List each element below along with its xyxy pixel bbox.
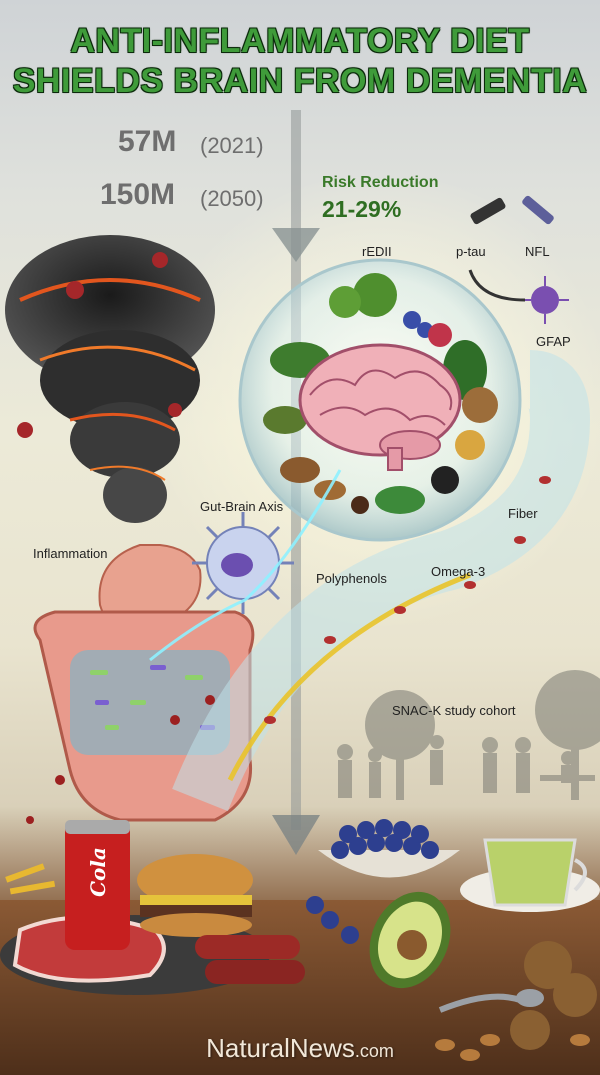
label-inflammation: Inflammation <box>33 546 108 561</box>
stat-2021-year: (2021) <box>200 133 264 158</box>
brain-illustration <box>298 343 462 471</box>
label-redii: rEDII <box>362 244 392 259</box>
stat-2050-value: 150M <box>100 178 176 211</box>
label-snac-k-cohort: SNAC-K study cohort <box>392 703 516 718</box>
park-silhouettes <box>337 670 600 800</box>
junk-food <box>0 820 305 995</box>
label-omega-3: Omega-3 <box>431 564 486 579</box>
stat-2050-year: (2050) <box>200 186 264 211</box>
logo-brand: NaturalNews <box>206 1033 355 1063</box>
stream-cells <box>264 476 551 724</box>
headline-line-2: SHIELDS BRAIN FROM DEMENTIA <box>12 62 588 100</box>
natural-news-logo: NaturalNews.com <box>0 1033 600 1064</box>
risk-reduction-value: 21-29% <box>322 196 402 222</box>
omega-stream-line <box>227 572 471 782</box>
superfoods-ring <box>263 273 498 514</box>
upper-arrow-head <box>272 228 320 262</box>
logo-domain: .com <box>354 1041 394 1061</box>
label-nfl: NFL <box>525 244 550 259</box>
inflammation-tornado <box>5 235 215 523</box>
immune-cell <box>192 512 294 614</box>
risk-reduction-label: Risk Reduction <box>322 174 439 191</box>
label-gfap: GFAP <box>536 334 571 349</box>
label-p-tau: p-tau <box>456 244 486 259</box>
headline-line-1: ANTI-INFLAMMATORY DIET <box>70 22 530 60</box>
gut-brain-lightning <box>149 469 342 662</box>
label-gut-brain-axis: Gut-Brain Axis <box>200 499 284 514</box>
label-polyphenols: Polyphenols <box>316 571 387 586</box>
cola-can-label: Cola <box>86 847 110 897</box>
stat-2021-value: 57M <box>118 125 177 158</box>
label-fiber: Fiber <box>508 506 538 521</box>
healthy-food <box>306 819 600 1061</box>
lower-arrow-head <box>272 815 320 855</box>
nutrient-stream <box>172 350 591 812</box>
biomarker-icons <box>468 195 569 324</box>
